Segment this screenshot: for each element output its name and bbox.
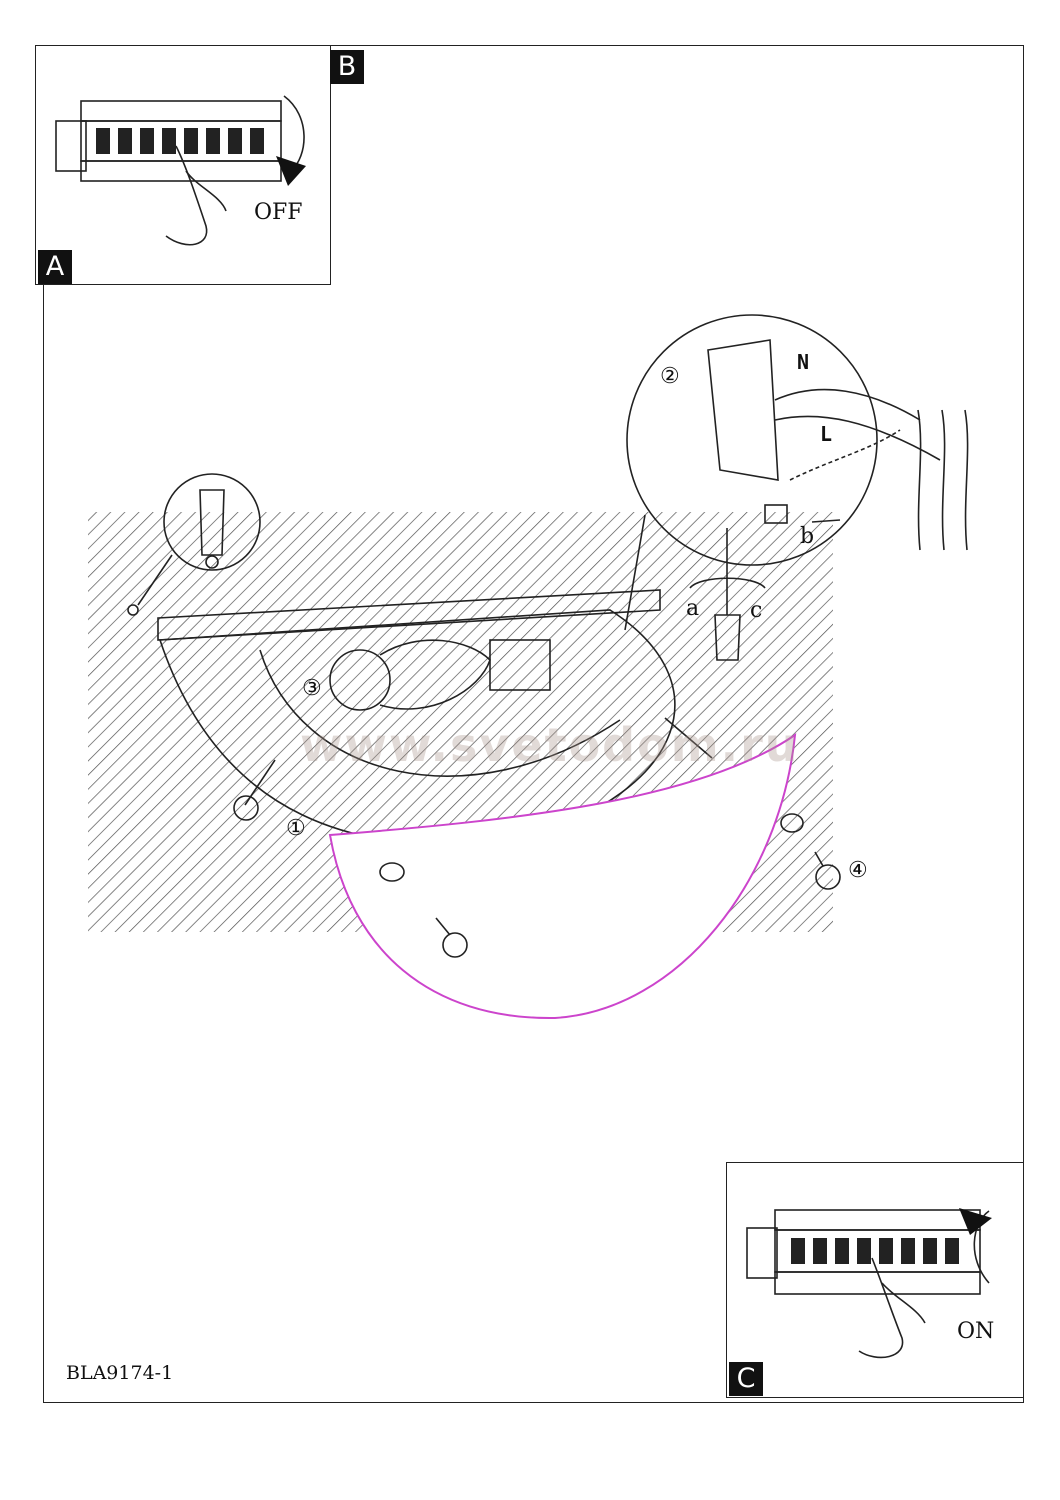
wire-live-label: L [820, 422, 833, 446]
wire-neutral-label: N [797, 350, 810, 374]
wiring-detail [624, 314, 941, 631]
tag-b: B [330, 50, 364, 84]
tag-c: C [729, 1362, 763, 1396]
mounting-bracket [127, 589, 661, 641]
page-frame [43, 45, 1024, 1403]
rotation-c-label: c [750, 598, 763, 623]
glass-shade [328, 732, 841, 1020]
document-code: BLA9174-1 [66, 1362, 174, 1384]
screws [233, 717, 824, 936]
watermark: www.svetodom.ru [300, 718, 800, 772]
step-3-label: ③ [302, 676, 322, 701]
rotation-b-label: b [800, 524, 815, 549]
switch-on-label: ON [957, 1319, 995, 1344]
step-1-label: ① [286, 816, 306, 841]
breaker-off-illustration [55, 95, 306, 246]
rotation-a-label: a [686, 596, 700, 621]
switch-off-label: OFF [254, 200, 303, 225]
panel-switch-off: B A OFF [35, 45, 364, 285]
step-4-label: ④ [848, 858, 868, 883]
panel-switch-on: ON C [726, 1162, 1024, 1398]
tag-a: A [38, 250, 72, 284]
breaker-on-illustration [746, 1208, 992, 1359]
wall-plug-detail [137, 473, 261, 606]
supply-wires [917, 409, 969, 551]
screwdriver [689, 519, 841, 661]
light-bulb [329, 639, 551, 711]
step-2-label: ② [660, 364, 680, 389]
